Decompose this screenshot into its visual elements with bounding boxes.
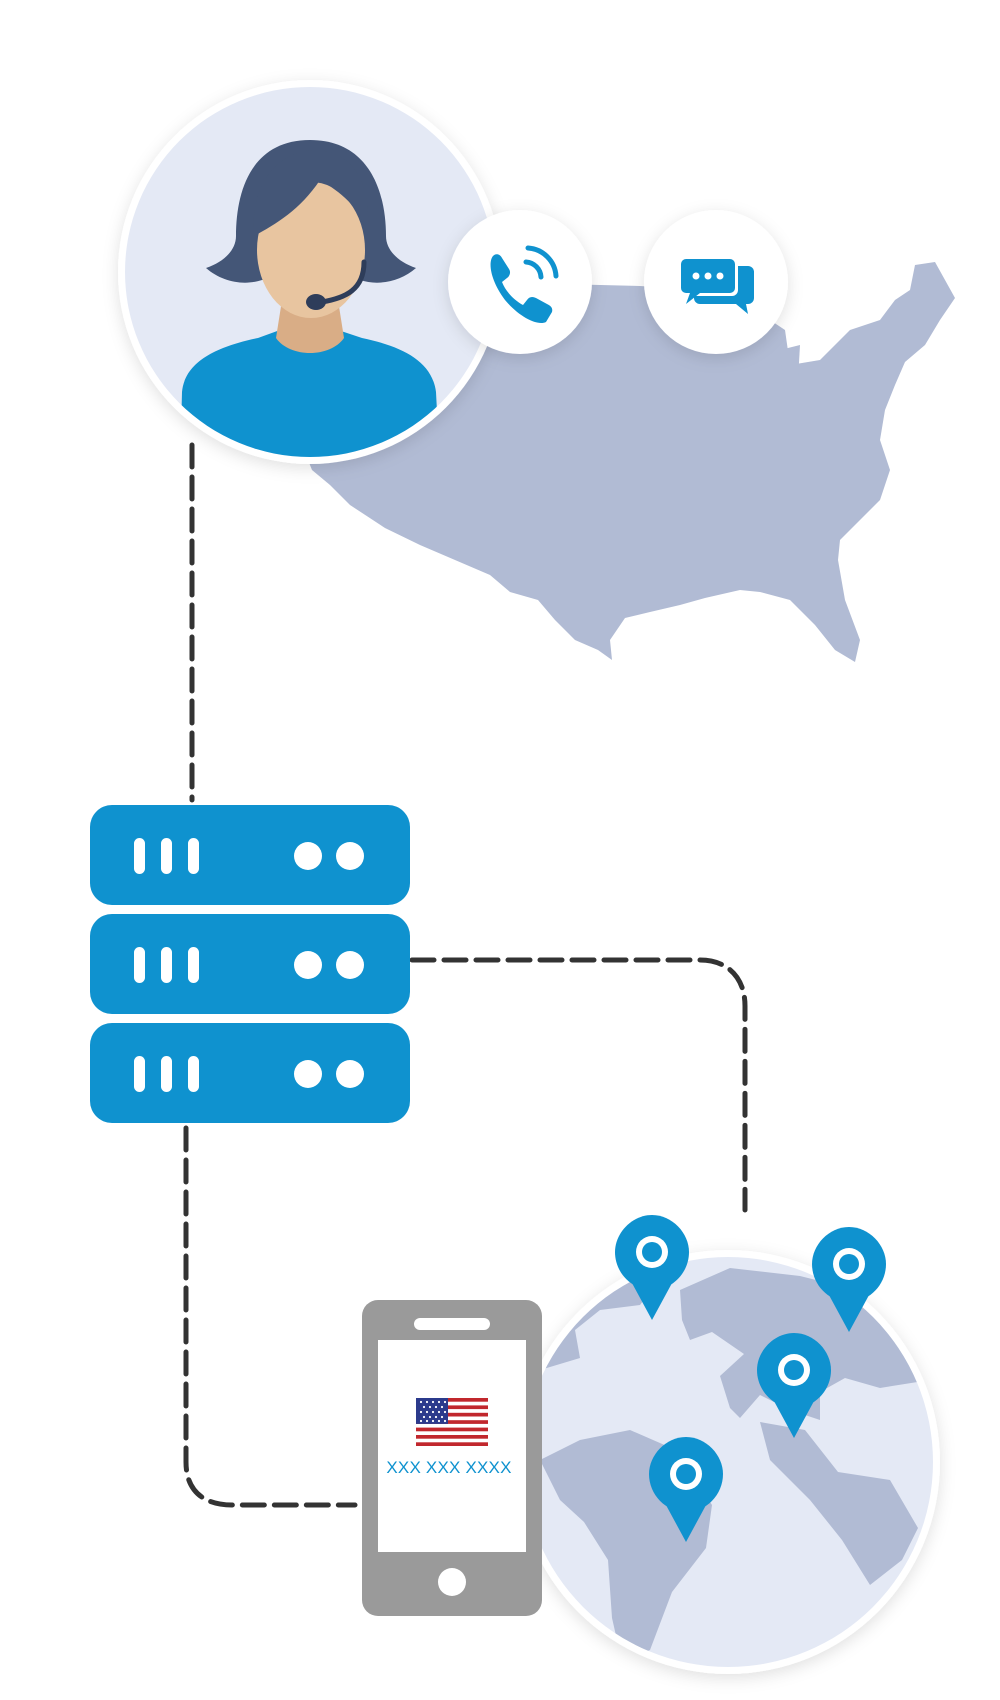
chat-bubbles-icon <box>644 210 788 354</box>
connector-server-to-globe <box>409 957 748 1213</box>
server-stack-icon <box>90 805 410 1123</box>
server-unit <box>90 914 410 1014</box>
agent-avatar-icon <box>118 80 502 464</box>
usa-flag-icon <box>416 1398 488 1446</box>
server-unit <box>90 1023 410 1123</box>
smartphone-icon <box>362 1300 542 1616</box>
server-unit <box>90 805 410 905</box>
globe-icon <box>516 1215 940 1674</box>
connector-server-to-phone <box>183 1125 358 1508</box>
phone-number-text: XXX XXX XXXX <box>386 1458 512 1477</box>
phone-call-icon <box>448 210 592 354</box>
dashed-connectors <box>183 442 748 1508</box>
